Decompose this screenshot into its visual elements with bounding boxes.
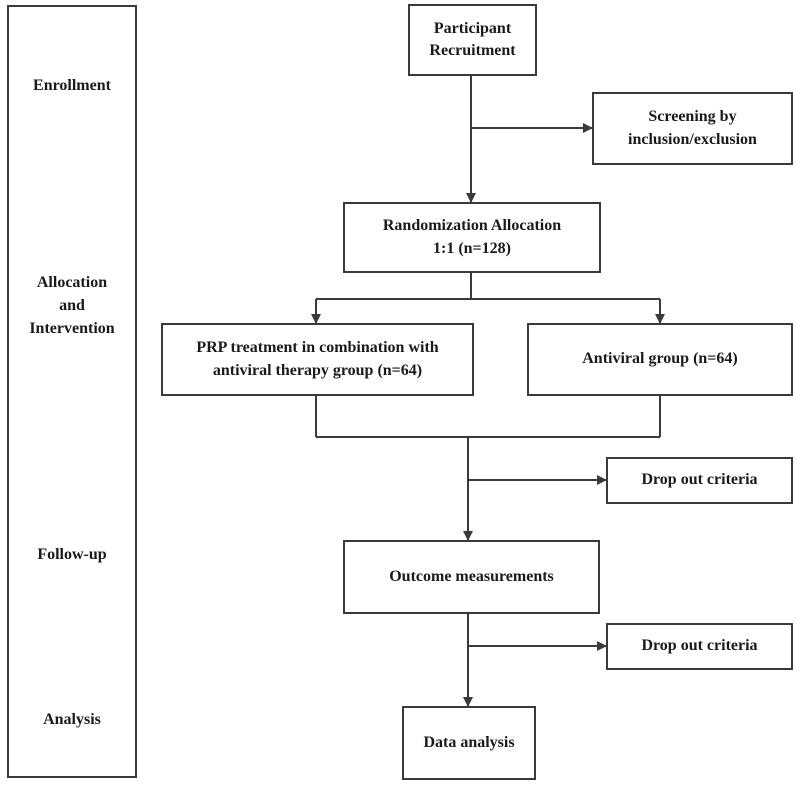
node-recruitment: Participant Recruitment bbox=[408, 4, 537, 76]
phase-followup: Follow-up bbox=[7, 446, 137, 665]
node-screening-label: Screening by inclusion/exclusion bbox=[628, 108, 757, 148]
node-data-analysis-label: Data analysis bbox=[423, 733, 515, 751]
node-prp-group: PRP treatment in combination with antivi… bbox=[161, 323, 474, 396]
node-antiviral-group-label: Antiviral group (n=64) bbox=[582, 350, 738, 368]
phase-allocation: Allocation and Intervention bbox=[7, 165, 137, 448]
node-randomization: Randomization Allocation 1:1 (n=128) bbox=[343, 202, 601, 273]
node-antiviral-group: Antiviral group (n=64) bbox=[527, 323, 793, 396]
node-screening: Screening by inclusion/exclusion bbox=[592, 92, 793, 165]
node-outcome-label: Outcome measurements bbox=[389, 567, 554, 585]
node-dropout-1: Drop out criteria bbox=[606, 457, 793, 504]
phase-analysis: Analysis bbox=[7, 663, 137, 778]
node-recruitment-label: Participant Recruitment bbox=[429, 19, 516, 59]
phase-allocation-label: Allocation and Intervention bbox=[29, 273, 115, 338]
node-randomization-label: Randomization Allocation 1:1 (n=128) bbox=[382, 217, 562, 257]
phase-followup-label: Follow-up bbox=[37, 545, 107, 563]
node-dropout-1-label: Drop out criteria bbox=[641, 471, 758, 489]
phase-enrollment: Enrollment bbox=[7, 5, 137, 167]
node-outcome: Outcome measurements bbox=[343, 540, 600, 614]
phase-analysis-label: Analysis bbox=[43, 710, 101, 728]
node-dropout-2-label: Drop out criteria bbox=[641, 637, 758, 655]
node-data-analysis: Data analysis bbox=[402, 706, 536, 780]
phase-enrollment-label: Enrollment bbox=[33, 77, 111, 95]
node-prp-group-label: PRP treatment in combination with antivi… bbox=[196, 339, 439, 379]
node-dropout-2: Drop out criteria bbox=[606, 623, 793, 670]
